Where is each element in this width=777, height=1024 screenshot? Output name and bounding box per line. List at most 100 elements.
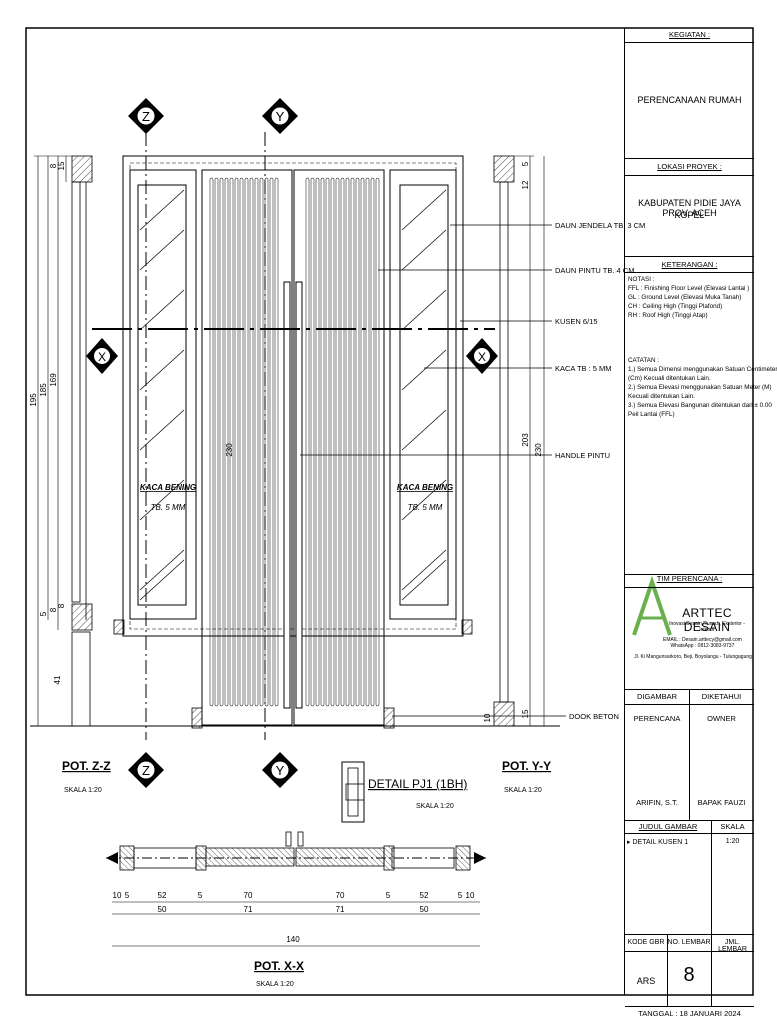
judul-text: DETAIL KUSEN 1: [632, 839, 689, 846]
diketahui-head: DIKETAHUI: [701, 692, 742, 701]
callout-daun-jendela: DAUN JENDELA TB. 3 CM: [555, 221, 645, 230]
judul-row: ▸ DETAIL KUSEN 1 1:20: [625, 834, 754, 935]
bapak-fauzi: BAPAK FAUZI: [697, 798, 746, 807]
callout-daun-pintu: DAUN PINTU TB. 4 CM: [555, 266, 634, 275]
dim-b7: 5: [386, 891, 391, 900]
notes-block: NOTASI : FFL : Finishing Floor Level (El…: [625, 273, 777, 575]
skala-value: 1:20: [725, 838, 740, 845]
notasi-head: NOTASI :: [628, 276, 655, 283]
dim-b10: 10: [466, 891, 475, 900]
logo-name: ARTTEC DESAIN: [682, 606, 732, 634]
sheet-border: [25, 27, 754, 996]
catatan-2: (Cm) Kecuali ditentukan Lain.: [628, 375, 711, 382]
catatan-3: 2.) Semua Elevasi menggunakan Satuan Met…: [628, 384, 772, 391]
marker-x-right: X: [466, 338, 498, 374]
title-detail: DETAIL PJ1 (1BH): [368, 777, 467, 791]
detail-pj1: [341, 761, 365, 823]
lokasi-line2: PROV. ACEH: [662, 208, 717, 218]
dim-center-230: 230: [225, 443, 234, 457]
svg-text:Y: Y: [276, 109, 285, 124]
section-xx: [106, 831, 486, 947]
dim-5: 5: [39, 611, 48, 616]
perencana: PERENCANA: [633, 714, 681, 723]
dim-c1: 50: [158, 905, 167, 914]
marker-x-left: X: [86, 338, 118, 374]
lokasi-line1: KABUPATEN PIDIE JAYA: [638, 198, 741, 208]
dim-b4: 5: [198, 891, 203, 900]
title-block: KEGIATAN : PERENCANAAN RUMAH KOPEL LOKAS…: [624, 28, 777, 1018]
scale-detail: SKALA 1:20: [416, 803, 454, 810]
kegiatan-head: KEGIATAN :: [625, 28, 754, 43]
marker-y-top: Y: [262, 98, 298, 134]
dim-c4: 50: [420, 905, 429, 914]
glass-label-left: KACA BENING: [140, 483, 196, 492]
dim-r10: 10: [483, 713, 492, 722]
owner: OWNER: [707, 714, 736, 723]
svg-text:X: X: [478, 350, 486, 364]
judul-value: ▸ DETAIL KUSEN 1: [627, 839, 689, 846]
dim-8a: 8: [49, 163, 58, 168]
dim-b6: 70: [336, 891, 345, 900]
dim-r203: 203: [521, 433, 530, 447]
logo-sub: Inovasi Desain Rumah, Eksterior - Interi…: [669, 621, 745, 633]
dim-r5: 5: [521, 161, 530, 166]
logo-email: EMAIL : Desain.arttecy@gmail.com: [663, 637, 742, 643]
notasi-4: RH : Roof High (Tinggi Atap): [628, 312, 708, 319]
kode-row: ARS 8: [625, 952, 754, 1007]
svg-text:Y: Y: [276, 763, 285, 778]
lembar-value: 8: [683, 964, 695, 986]
logo-address: Jl. Ki Mangunsarkoro, Beji, Boyolangu - …: [634, 654, 752, 660]
arifin: ARIFIN, S.T.: [636, 798, 678, 807]
dim-b1: 10: [113, 891, 122, 900]
title-pot-yy: POT. Y-Y: [502, 759, 551, 773]
scale-yy: SKALA 1:20: [504, 787, 542, 794]
kode-value: ARS: [636, 976, 656, 986]
lokasi-head: LOKASI PROYEK :: [625, 159, 754, 176]
catatan-head: CATATAN :: [628, 357, 660, 364]
arttec-logo-icon: [632, 575, 672, 636]
door-slats: [209, 177, 380, 707]
judul-head-row: JUDUL GAMBAR SKALA: [625, 821, 754, 834]
tanggal: TANGGAL : 18 JANUARI 2024: [638, 1009, 741, 1018]
notasi-2: GL : Ground Level (Elevasi Muka Tanah): [628, 294, 742, 301]
tim-head: TIM PERENCANA :: [625, 571, 754, 588]
dim-195: 195: [29, 393, 38, 407]
dim-r230: 230: [534, 443, 543, 457]
dim-b5: 70: [244, 891, 253, 900]
lembar-head: NO. LEMBAR: [667, 939, 711, 946]
dim-b2: 5: [125, 891, 130, 900]
signature-block: DIGAMBAR DIKETAHUI PERENCANA OWNER ARIFI…: [625, 690, 754, 821]
svg-text:X: X: [98, 350, 106, 364]
svg-text:Z: Z: [142, 109, 150, 124]
jml-head: JML. LEMBAR: [718, 939, 747, 953]
dim-8b: 8: [49, 607, 58, 612]
catatan-1: 1.) Semua Dimensi menggunakan Satuan Cen…: [628, 366, 777, 373]
scale-xx: SKALA 1:20: [256, 981, 294, 988]
callout-kusen: KUSEN 6/15: [555, 317, 598, 326]
callout-handle: HANDLE PINTU: [555, 451, 610, 460]
notasi-1: FFL : Finishing Floor Level (Elevasi Lan…: [628, 285, 750, 292]
section-yy: [493, 155, 548, 727]
marker-z-top: Z: [128, 98, 164, 134]
marker-z-bottom: Z: [128, 752, 164, 788]
logo-box: ARTTEC DESAIN Inovasi Desain Rumah, Ekst…: [633, 595, 752, 665]
digambar-head: DIGAMBAR: [636, 692, 677, 701]
dim-b9: 5: [458, 891, 463, 900]
logo-contact: EMAIL : Desain.arttecy@gmail.com WhatsAp…: [663, 637, 742, 649]
tim-perencana: TIM PERENCANA : ARTTEC DESAIN Inovasi De…: [625, 571, 754, 690]
section-zz: [34, 155, 93, 727]
dim-41: 41: [53, 675, 62, 684]
logo-wa: WhatsApp : 0812-3083-9737: [670, 643, 735, 649]
glass-thick-right: TB. 5 MM: [408, 503, 443, 512]
catatan-5: 3.) Semua Elevasi Bangunan ditentukan da…: [628, 402, 772, 409]
notasi-3: CH : Ceiling High (Tinggi Plafond): [628, 303, 723, 310]
dim-r12: 12: [521, 180, 530, 189]
dim-total: 140: [286, 935, 300, 944]
dim-185: 185: [39, 383, 48, 397]
scale-zz: SKALA 1:20: [64, 787, 102, 794]
kegiatan-value: PERENCANAAN RUMAH KOPEL: [625, 43, 754, 220]
callout-kaca: KACA TB : 5 MM: [555, 364, 612, 373]
title-pot-xx: POT. X-X: [254, 959, 304, 973]
svg-text:Z: Z: [142, 763, 150, 778]
